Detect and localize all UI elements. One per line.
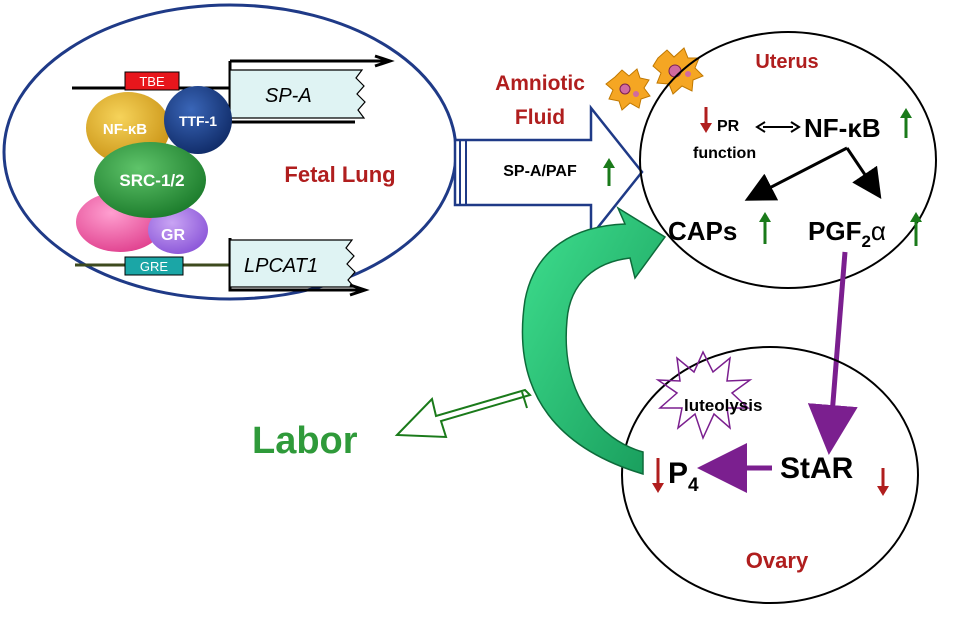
- macrophage-icon: [605, 68, 651, 111]
- nfkb-uterus-label: NF-κB: [804, 113, 881, 143]
- uterus-ellipse: [639, 31, 937, 289]
- gre-label: GRE: [140, 259, 169, 274]
- luteolysis-starburst-icon: [655, 350, 753, 441]
- arrow-pgf-to-star: [807, 251, 858, 455]
- sp-a-gene-label: SP-A: [265, 85, 312, 107]
- up-arrow-icon: [603, 158, 615, 186]
- ttf1-label: TTF-1: [179, 113, 217, 129]
- gr-label: GR: [161, 227, 185, 244]
- luteolysis-label: luteolysis: [684, 396, 762, 415]
- down-arrow-icon: [700, 107, 712, 133]
- nfkb-lung-label: NF-κB: [103, 121, 147, 138]
- arrow-nfkb-to-pgf: [845, 147, 882, 199]
- ovary-title: Ovary: [746, 548, 809, 573]
- gr-blob: [148, 206, 208, 254]
- pr-label: PR: [717, 118, 740, 135]
- star-label: StAR: [780, 452, 854, 485]
- pgf-label: PGF2α: [808, 216, 886, 251]
- curved-feedback-arrow: [521, 206, 667, 476]
- gre-box: [124, 256, 184, 276]
- fetal-lung-title: Fetal Lung: [284, 162, 395, 187]
- tbe-box: [124, 71, 180, 91]
- sp-a-paf-label: SP-A/PAF: [503, 163, 577, 180]
- ttf1-blob: [164, 86, 232, 154]
- lpcat1-gene-label: LPCAT1: [244, 255, 318, 277]
- up-arrow-icon: [759, 212, 771, 244]
- p4-label: P4: [668, 457, 699, 496]
- amniotic-fluid-arrow: [453, 104, 644, 240]
- up-arrow-icon: [910, 212, 922, 246]
- bidirectional-arrow-icon: [755, 121, 801, 133]
- ovary-ellipse: [621, 346, 919, 604]
- src-label: SRC-1/2: [119, 171, 184, 190]
- macrophage-icon: [652, 47, 704, 95]
- down-arrow-icon: [652, 458, 664, 493]
- lpcat1-gene: LPCAT1: [228, 238, 370, 297]
- amniotic-label-line2: Fluid: [515, 106, 565, 129]
- tbe-label: TBE: [139, 74, 165, 89]
- caps-label: CAPs: [668, 216, 737, 246]
- uterus-title: Uterus: [755, 51, 818, 73]
- labor-outline-arrow: [394, 388, 532, 439]
- up-arrow-icon: [900, 108, 912, 138]
- labor-label: Labor: [252, 420, 358, 462]
- pr-function-label: function: [693, 145, 756, 162]
- down-arrow-icon: [877, 468, 889, 496]
- amniotic-label-line1: Amniotic: [495, 72, 585, 95]
- sp-a-gene: SP-A: [228, 54, 395, 124]
- arrow-nfkb-to-caps: [744, 146, 848, 201]
- src-blob: [94, 142, 206, 218]
